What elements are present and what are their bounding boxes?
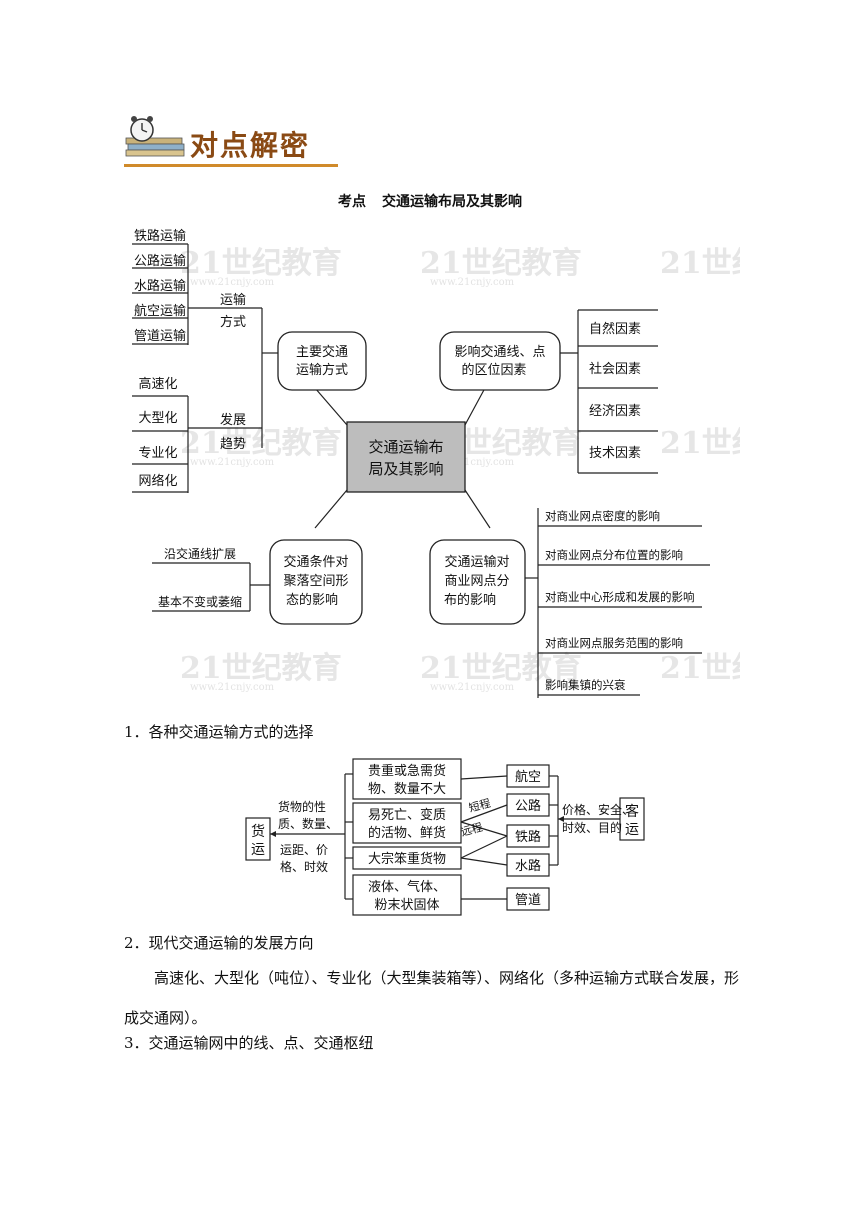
modes-label-2: 方式: [220, 314, 246, 330]
mode-item: 公路运输: [134, 253, 186, 269]
settlement-item: 沿交通线扩展: [164, 546, 236, 561]
freight-criteria: 货物的性: [278, 799, 326, 814]
watermark-url: www.21cnjy.com: [430, 457, 515, 468]
mode-item: 航空运输: [134, 303, 186, 319]
factor-item: 经济因素: [589, 404, 641, 419]
goods-label: 物、数量不大: [368, 782, 446, 797]
factor-item: 技术因素: [589, 446, 641, 461]
settlement-line-2: 聚落空间形: [283, 574, 348, 589]
watermark-url-layer: www.21cnjy.com www.21cnjy.com www.21cnjy…: [190, 277, 515, 693]
section-2-paragraph: 高速化、大型化（吨位）、专业化（大型集装箱等）、网络化（多种运输方式联合发展，形…: [124, 969, 740, 1027]
long-distance-label: 远程: [459, 821, 484, 839]
page-title: 考点交通运输布局及其影响: [0, 191, 860, 211]
goods-label: 的活物、鲜货: [368, 825, 446, 841]
watermark-brand: 21世纪教育: [660, 246, 740, 281]
watermark-brand: 21世纪教育: [660, 651, 740, 686]
settlement-item: 基本不变或萎缩: [158, 594, 242, 609]
main-modes-node: [277, 331, 367, 391]
freight-criteria: 质、数量、: [278, 816, 338, 831]
section-badge-label: 对点解密: [190, 129, 311, 162]
title-prefix: 考点: [338, 194, 366, 210]
location-factor-node: [439, 331, 561, 391]
main-modes-line-1: 主要交通: [296, 344, 348, 360]
mode-label: 管道: [515, 893, 541, 908]
trends-label-2: 趋势: [220, 436, 246, 452]
commerce-item: 对商业网点服务范围的影响: [545, 636, 683, 650]
mode-label: 铁路: [515, 829, 541, 845]
badge-underline: [124, 164, 338, 167]
commerce-item: 对商业中心形成和发展的影响: [545, 590, 695, 604]
goods-label: 大宗笨重货物: [368, 851, 446, 867]
goods-box-2: [352, 802, 462, 844]
watermark-brand: 21世纪教育: [420, 246, 582, 281]
freight-criteria: 格、时效: [280, 859, 328, 874]
trend-item: 网络化: [138, 473, 177, 489]
trends-label-1: 发展: [220, 412, 246, 428]
goods-label: 粉末状固体: [374, 898, 439, 913]
watermark-brand: 21世纪教育: [660, 426, 740, 461]
mode-item: 管道运输: [134, 328, 186, 344]
mode-label: 航空: [515, 769, 541, 785]
section-1-heading: 1．各种交通运输方式的选择: [124, 723, 314, 741]
mode-label: 公路: [515, 798, 541, 814]
commerce-item: 影响集镇的兴衰: [545, 678, 626, 692]
settlement-node: [269, 539, 363, 625]
watermark-url: www.21cnjy.com: [190, 457, 275, 468]
trend-item: 大型化: [138, 411, 177, 426]
center-node-line-2: 局及其影响: [368, 460, 443, 478]
trend-item: 高速化: [138, 376, 177, 392]
center-node-line-1: 交通运输布: [368, 438, 443, 456]
factor-item: 自然因素: [589, 321, 641, 337]
passenger-criteria: 时效、目的: [562, 820, 622, 835]
watermark-brand: 21世纪教育: [180, 426, 342, 461]
modes-label-1: 运输: [220, 292, 246, 308]
short-distance-label: 短程: [467, 796, 492, 815]
factor-item: 社会因素: [589, 361, 641, 377]
freight-label-1: 货: [251, 823, 265, 840]
location-line-1: 影响交通线、点: [454, 344, 545, 360]
passenger-criteria: 价格、安全、: [562, 802, 634, 817]
location-line-2: 的区位因素: [461, 362, 526, 378]
clock-books-icon: [125, 116, 185, 157]
mode-item: 铁路运输: [134, 228, 186, 244]
commerce-node: [429, 539, 526, 625]
freight-criteria: 运距、价: [280, 843, 328, 857]
goods-label: 液体、气体、: [368, 879, 446, 895]
commerce-line-1: 交通运输对: [444, 554, 509, 570]
watermark-url: www.21cnjy.com: [430, 277, 515, 288]
goods-label: 贵重或急需货: [368, 763, 446, 779]
watermark-brand: 21世纪教育: [180, 246, 342, 281]
watermark-brand: 21世纪教育: [420, 651, 582, 686]
freight-label-2: 运: [251, 842, 265, 858]
main-modes-line-2: 运输方式: [296, 362, 348, 378]
commerce-line-2: 商业网点分: [444, 574, 509, 589]
section-3-heading: 3．交通运输网中的线、点、交通枢纽: [124, 1034, 374, 1052]
goods-label: 易死亡、变质: [368, 807, 446, 823]
passenger-label-1: 客: [625, 803, 639, 820]
mode-label: 水路: [515, 858, 541, 874]
center-node: [346, 421, 466, 493]
commerce-item: 对商业网点密度的影响: [545, 509, 660, 523]
freight-box: [245, 817, 271, 861]
mode-item: 水路运输: [134, 278, 186, 294]
settlement-line-1: 交通条件对: [283, 554, 348, 570]
watermark-url: www.21cnjy.com: [190, 277, 275, 288]
commerce-item: 对商业网点分布位置的影响: [545, 548, 683, 562]
mindmap-diagram: 21世纪教育 21世纪教育 21世纪教育 21世纪教育 21世纪教育 21世纪教…: [132, 228, 740, 698]
commerce-line-3: 布的影响: [444, 592, 496, 608]
passenger-label-2: 运: [625, 822, 639, 838]
watermark-url: www.21cnjy.com: [190, 682, 275, 693]
goods-box-4: [352, 874, 462, 916]
title-text: 交通运输布局及其影响: [382, 194, 522, 210]
watermark-brand: 21世纪教育: [180, 651, 342, 686]
watermark-url: www.21cnjy.com: [430, 682, 515, 693]
transport-selection-diagram: 货 运 客 运 货物的性 质、数量、 运距、价 格、时效 贵重或急需货 物、数量…: [245, 758, 645, 916]
section-2-heading: 2．现代交通运输的发展方向: [124, 934, 314, 952]
trend-item: 专业化: [138, 446, 177, 461]
settlement-line-3: 态的影响: [286, 592, 338, 608]
